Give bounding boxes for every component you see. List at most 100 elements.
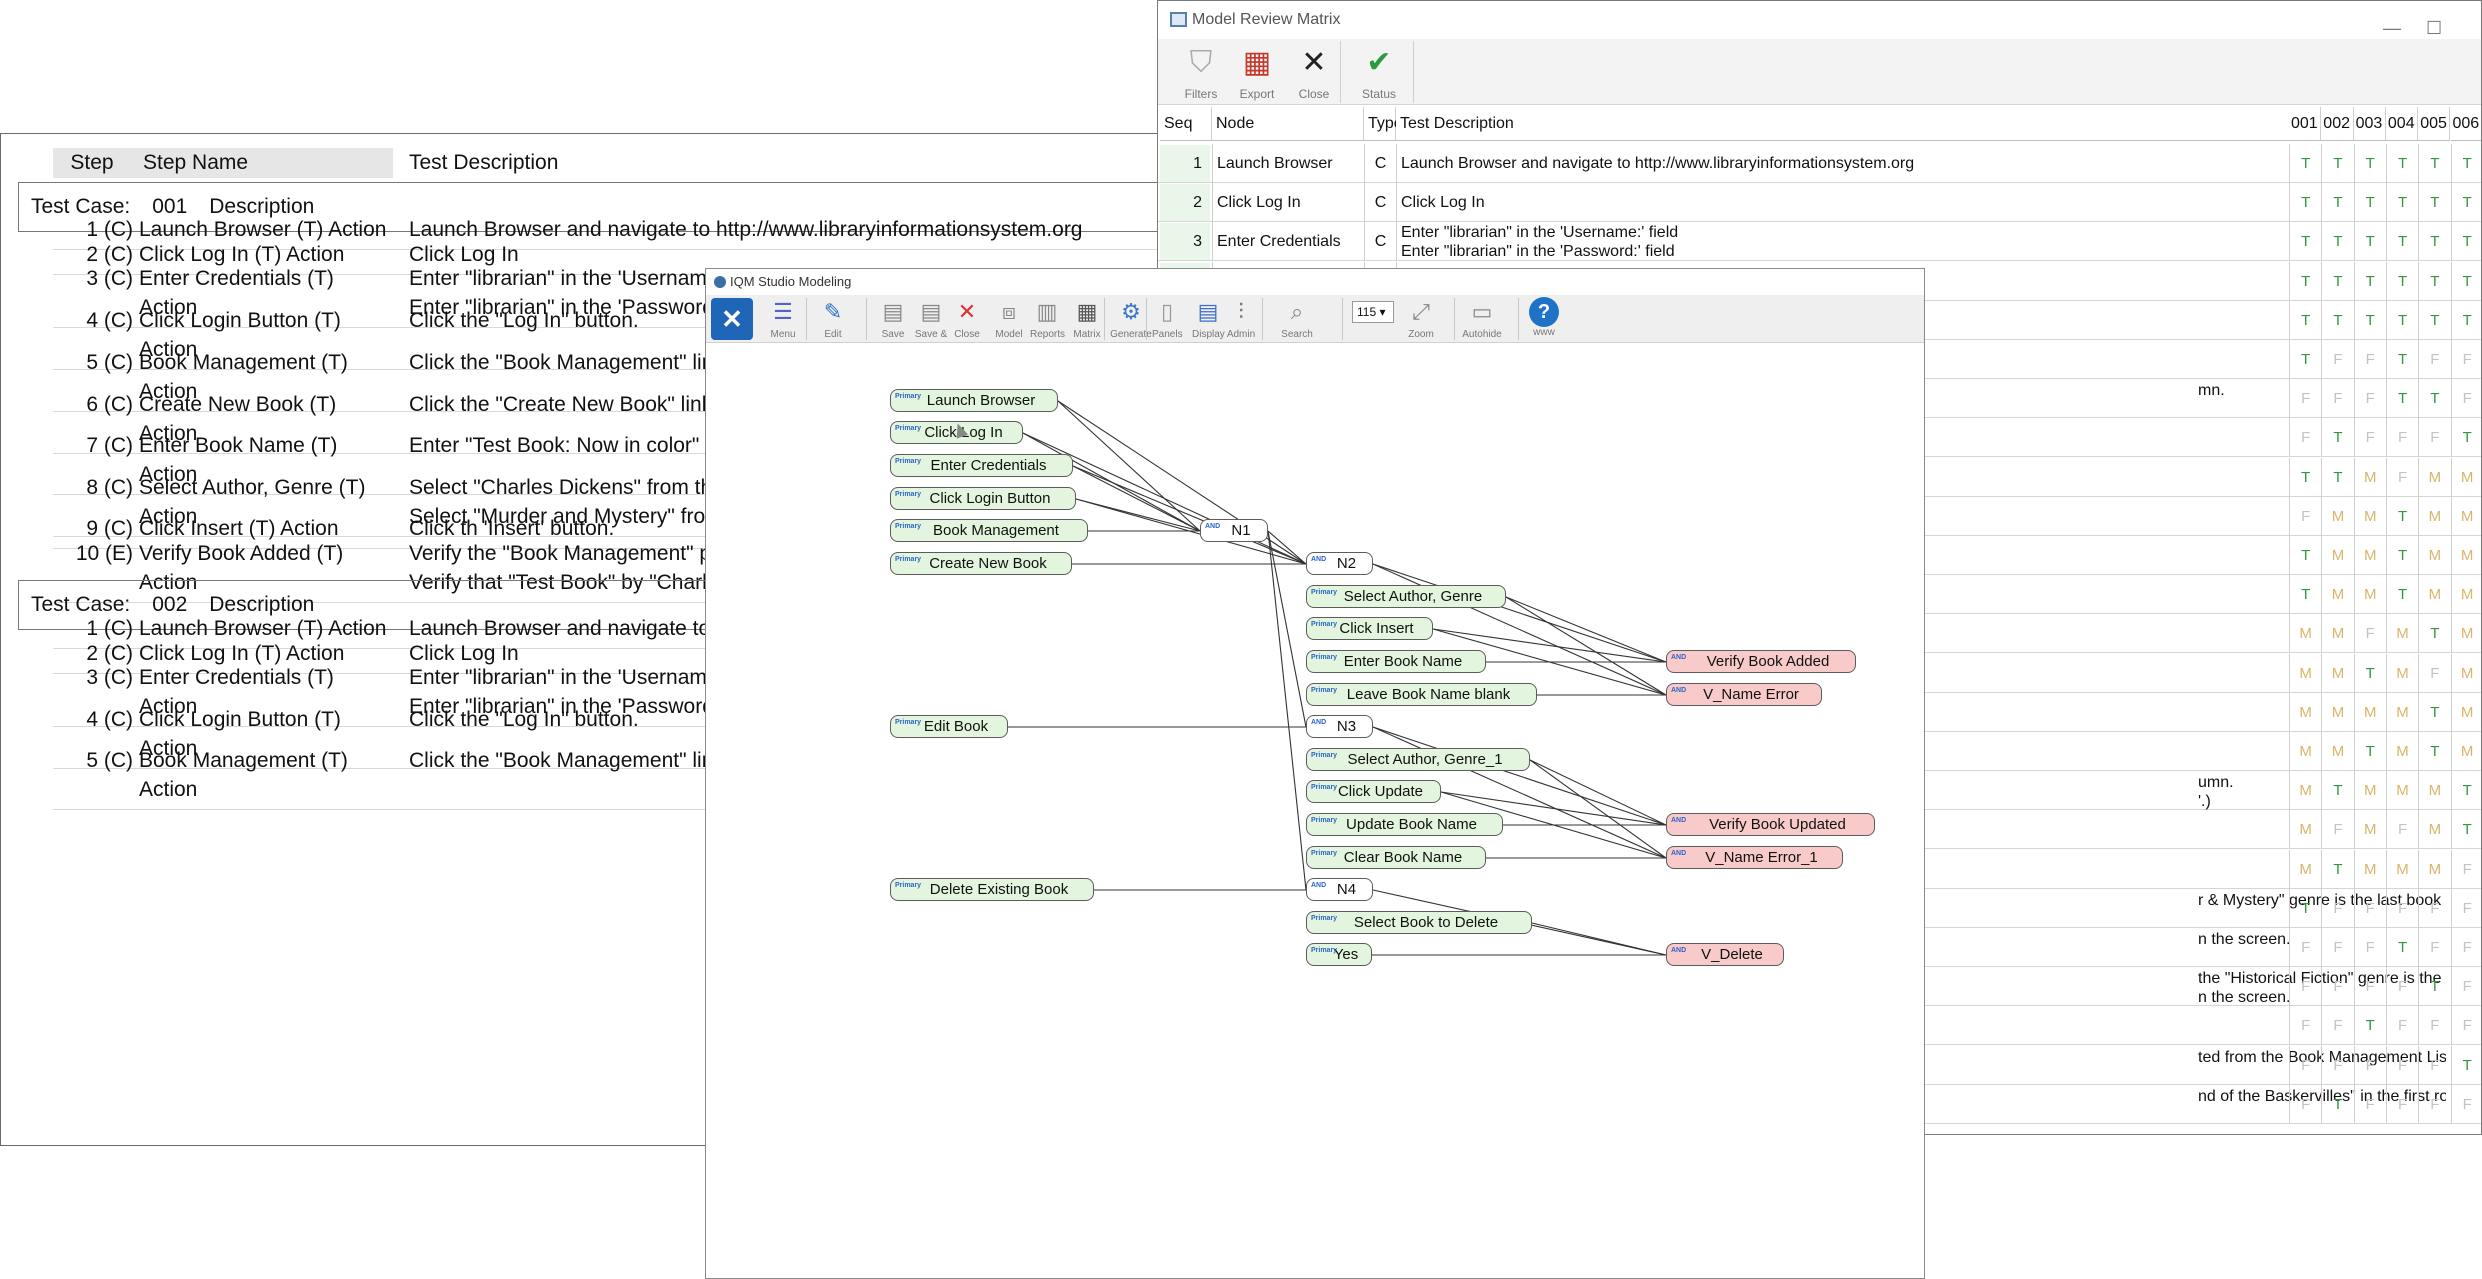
matrix-cell[interactable]: F [2321,340,2353,379]
matrix-cell[interactable]: F [2321,928,2353,967]
matrix-cell[interactable]: F [2321,888,2353,928]
maximize-icon[interactable]: ☐ [2426,18,2443,38]
matrix-cell[interactable]: T [2385,261,2418,301]
matrix-close-button[interactable]: ✕Close [1283,43,1345,101]
matrix-cell[interactable]: M [2450,614,2482,654]
studio-edit-button[interactable]: ✎Edit [814,297,852,341]
matrix-cell[interactable]: T [2353,261,2386,301]
matrix-cell[interactable]: T [2353,300,2386,340]
matrix-cell[interactable]: F [2353,1045,2386,1085]
matrix-cell[interactable]: T [2385,536,2418,575]
studio-save-button[interactable]: ▤Save & [914,297,948,341]
studio-display-button[interactable]: ▤Display [1192,297,1225,341]
studio-panels-button[interactable]: ▯Panels [1152,297,1183,341]
matrix-cell[interactable]: T [2353,732,2386,771]
matrix-cell[interactable]: F [2353,379,2386,419]
matrix-cell[interactable]: M [2353,457,2386,497]
matrix-cell[interactable]: F [2450,967,2482,1007]
matrix-cell[interactable]: F [2450,1084,2482,1124]
matrix-cell[interactable]: M [2289,692,2321,732]
matrix-cell[interactable]: M [2321,653,2353,693]
matrix-cell[interactable]: F [2321,810,2353,850]
studio-reports-button[interactable]: ▥Reports [1030,297,1065,341]
matrix-cell[interactable]: T [2450,418,2482,458]
matrix-cell[interactable]: T [2385,144,2418,183]
matrix-cell[interactable]: T [2418,183,2450,223]
matrix-cell[interactable]: T [2353,222,2386,262]
matrix-cell[interactable]: T [2450,771,2482,811]
matrix-cell[interactable]: T [2353,144,2386,183]
iqm-logo-icon[interactable]: ✕ [711,298,753,340]
matrix-cell[interactable]: F [2450,888,2482,928]
matrix-cell[interactable]: M [2450,653,2482,693]
matrix-cell[interactable]: T [2353,183,2386,223]
matrix-cell[interactable]: T [2418,732,2450,771]
matrix-cell[interactable]: F [2450,849,2482,889]
type-column-header[interactable]: Type [1364,107,1403,141]
matrix-cell[interactable]: T [2450,300,2482,340]
matrix-cell[interactable]: F [2289,379,2321,419]
matrix-cell[interactable]: F [2385,1084,2418,1124]
matrix-cell[interactable]: T [2321,144,2353,183]
matrix-cell[interactable]: M [2353,771,2386,811]
matrix-filters-button[interactable]: ⛉Filters [1170,43,1232,101]
matrix-cell[interactable]: T [2289,183,2321,223]
matrix-cell[interactable]: F [2353,888,2386,928]
studio-admin-button[interactable]: ⫶Admin [1224,297,1258,341]
matrix-cell[interactable]: T [2450,261,2482,301]
matrix-cell[interactable]: T [2353,1006,2386,1046]
matrix-cell[interactable]: F [2385,1045,2418,1085]
matrix-cell[interactable]: T [2385,183,2418,223]
matrix-cell[interactable]: T [2289,144,2321,183]
matrix-cell[interactable]: M [2289,771,2321,811]
matrix-cell[interactable]: T [2418,692,2450,732]
matrix-cell[interactable]: F [2289,967,2321,1007]
matrix-export-button[interactable]: ▦Export [1226,43,1288,101]
matrix-cell[interactable]: M [2418,771,2450,811]
matrix-cell[interactable]: F [2418,1006,2450,1046]
studio-menu-button[interactable]: ☰Menu [764,297,802,341]
matrix-cell[interactable]: T [2418,300,2450,340]
matrix-cell[interactable]: F [2289,1045,2321,1085]
matrix-cell[interactable]: M [2353,849,2386,889]
matrix-cell[interactable]: M [2418,457,2450,497]
matrix-cell[interactable]: T [2289,457,2321,497]
matrix-cell[interactable]: M [2385,692,2418,732]
matrix-cell[interactable]: M [2289,732,2321,771]
matrix-cell[interactable]: T [2321,771,2353,811]
matrix-cell[interactable]: T [2385,928,2418,967]
test-case-column-header[interactable]: 001 [2289,107,2322,141]
matrix-cell[interactable]: F [2418,1084,2450,1124]
matrix-cell[interactable]: M [2450,692,2482,732]
matrix-cell[interactable]: T [2321,849,2353,889]
matrix-cell[interactable]: M [2289,849,2321,889]
matrix-cell[interactable]: T [2321,261,2353,301]
matrix-cell[interactable]: T [2418,379,2450,419]
matrix-cell[interactable]: M [2321,496,2353,536]
matrix-cell[interactable]: F [2289,418,2321,458]
matrix-cell[interactable]: M [2450,732,2482,771]
studio-autohide-button[interactable]: ▭Autohide [1460,297,1504,341]
matrix-cell[interactable]: M [2321,692,2353,732]
matrix-cell[interactable]: F [2418,888,2450,928]
matrix-cell[interactable]: T [2450,810,2482,850]
matrix-cell[interactable]: T [2289,340,2321,379]
